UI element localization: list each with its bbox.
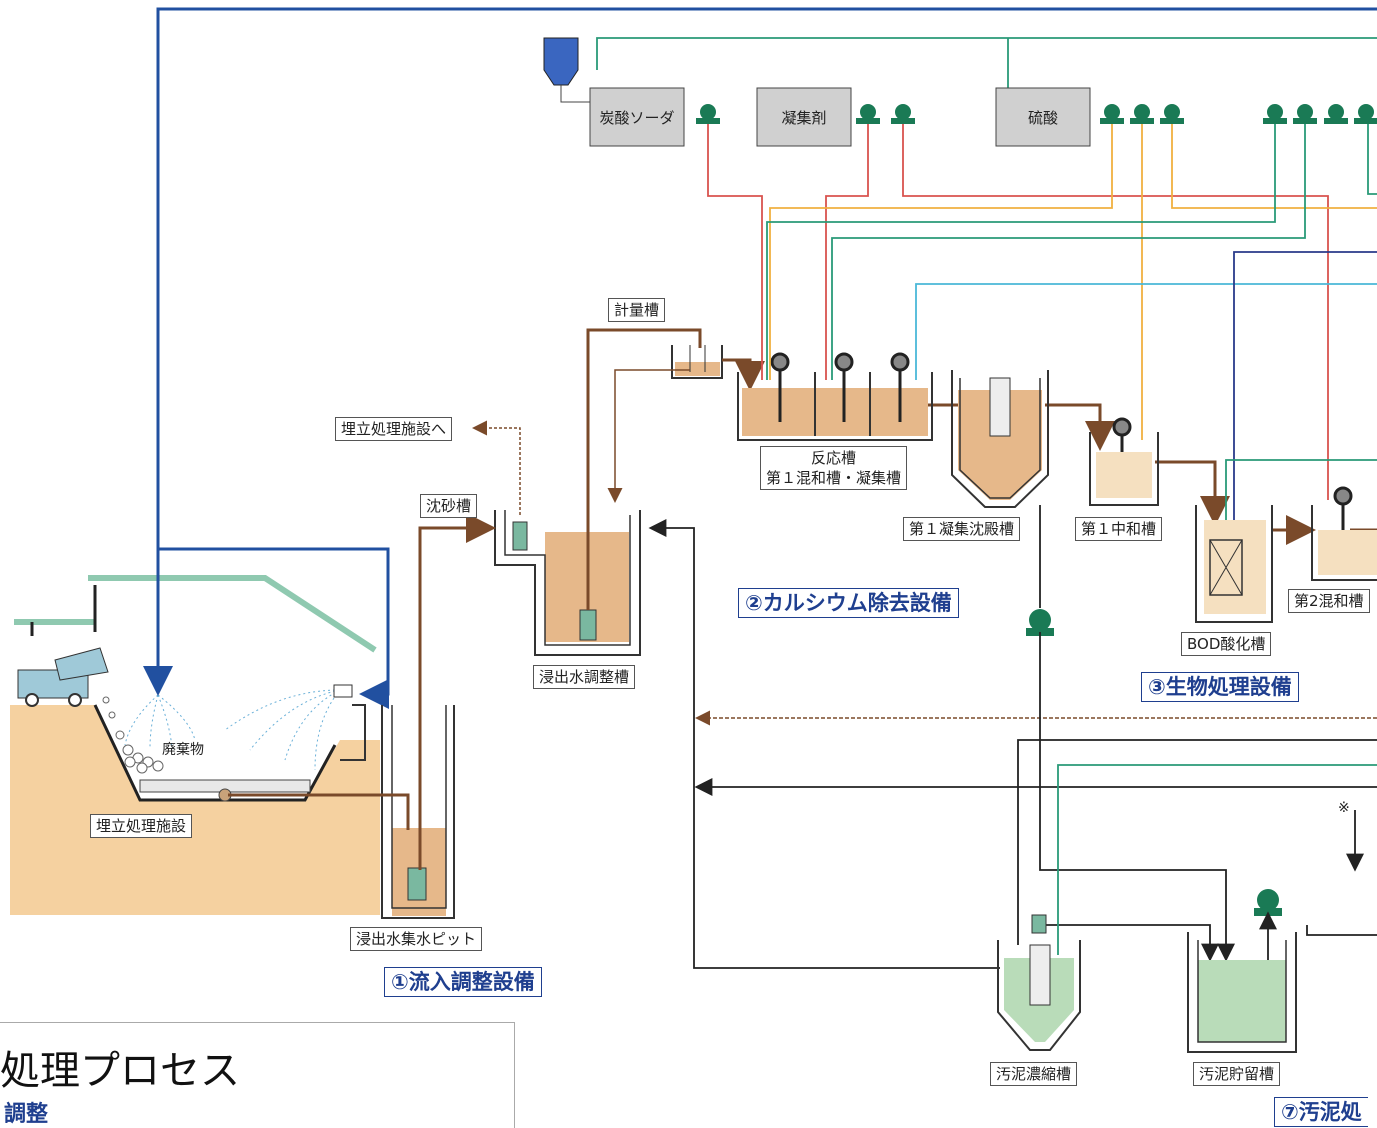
thin-brown-lines [472,369,1377,726]
note-mark: ※ [1338,800,1350,816]
bod-tank-label: BOD酸化槽 [1181,632,1272,656]
green-return-line [1057,764,1377,955]
to-landfill-label: 埋立処理施設へ [335,417,453,441]
mix2-tank [1311,505,1377,581]
process-flow-lines [228,328,1377,870]
sprinkler-head [333,684,353,698]
adjustment-tank [494,510,641,656]
settling-tank [951,370,1049,508]
landfill-label: 埋立処理施設 [90,814,193,838]
return-lines [648,505,1377,1035]
waste-pile [102,696,164,774]
spray-pattern [124,689,341,771]
collection-pit-tank [381,705,455,919]
pump-icons [696,104,1377,916]
recirculation-lines [143,7,1377,709]
section-1-title: ①流入調整設備 [384,967,542,997]
adjust-tank-label: 浸出水調整槽 [533,665,636,689]
grit-tank-label: 沈砂槽 [420,494,478,518]
meter-tank [671,345,723,379]
mix2-tank-label: 第2混和槽 [1288,589,1370,613]
hopper-icon [543,37,590,103]
bod-tank [1195,505,1273,623]
chem-soda-label: 炭酸ソーダ [599,109,675,127]
sludge-thickener-tank [997,914,1081,1051]
settling1-label: 第１凝集沈殿槽 [903,517,1021,541]
bottom-panel [0,1022,515,1128]
reaction-tank-label: 反応槽 第１混和槽・凝集槽 [760,446,908,490]
neutralization-tank [1089,432,1159,506]
chem-sulfuric-label: 硫酸 [1027,109,1058,127]
reaction-tank-label-line1: 反応槽 [811,449,857,467]
process-title: 処理プロセス [0,1048,240,1094]
neutral1-label: 第１中和槽 [1075,517,1163,541]
mixer-icons [770,352,1353,555]
roof-structure [14,575,377,653]
meter-tank-label: 計量槽 [608,298,666,322]
section-3-title: ③生物処理設備 [1141,672,1299,702]
dump-truck-icon [17,647,109,707]
collect-pit-label: 浸出水集水ピット [350,927,483,951]
reaction-tanks [737,372,933,441]
sludge-storage-label: 汚泥貯留槽 [1193,1062,1281,1086]
landfill-ground [10,704,380,915]
sludge-thickener-label: 汚泥濃縮槽 [990,1062,1078,1086]
sludge-storage-tank [1187,932,1297,1053]
chemical-dosing-lines [596,37,1377,520]
chemical-tanks [589,87,1091,147]
section-7-title: ⑦汚泥処 [1274,1097,1368,1127]
reaction-tank-label-line2: 第１混和槽・凝集槽 [766,469,902,487]
section-2-title: ②カルシウム除去設備 [738,588,959,618]
waste-label: 廃棄物 [162,742,204,758]
process-subtitle: 調整 [4,1102,49,1127]
chem-coagulant-label: 凝集剤 [781,109,827,127]
